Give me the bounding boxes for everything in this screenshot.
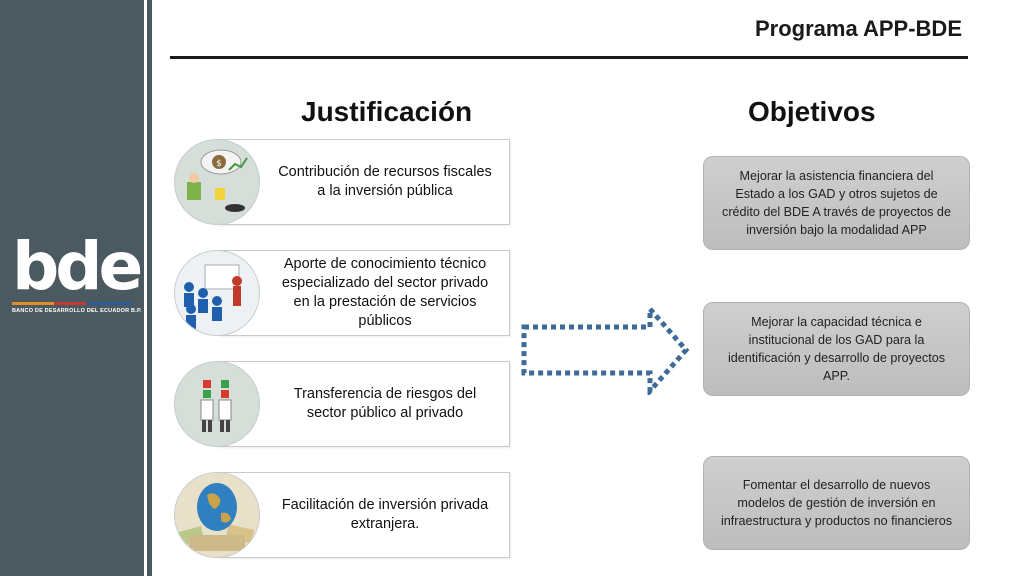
puzzle-handoff-icon <box>174 361 260 447</box>
justificacion-box: Contribución de recursos fiscales a la i… <box>218 139 510 225</box>
logo-subtitle: BANCO DE DESARROLLO DEL ECUADOR B.P. <box>12 308 142 314</box>
objetivo-box: Mejorar la asistencia financiera del Est… <box>703 156 970 250</box>
objetivo-text: Mejorar la capacidad técnica e instituci… <box>727 315 945 383</box>
svg-text:$: $ <box>216 159 222 169</box>
justificacion-text: Facilitación de inversión privada extran… <box>281 497 489 532</box>
justificacion-item: Facilitación de inversión privada extran… <box>174 472 514 558</box>
objetivo-text: Mejorar la asistencia financiera del Est… <box>722 169 951 237</box>
justificacion-item: Aporte de conocimiento técnico especiali… <box>174 250 514 336</box>
dotted-arrow-icon <box>521 305 690 395</box>
justificacion-text: Aporte de conocimiento técnico especiali… <box>281 256 489 329</box>
justificacion-box: Facilitación de inversión privada extran… <box>218 472 510 558</box>
page-title: Programa APP-BDE <box>754 16 962 41</box>
bde-logo: bde BANCO DE DESARROLLO DEL ECUADOR B.P. <box>12 228 143 314</box>
justificacion-box: Transferencia de riesgos del sector públ… <box>218 361 510 447</box>
objetivo-box: Mejorar la capacidad técnica e instituci… <box>703 302 970 396</box>
justificacion-item: Transferencia de riesgos del sector públ… <box>174 361 514 447</box>
presentation-meeting-icon <box>174 250 260 336</box>
justificacion-text: Contribución de recursos fiscales a la i… <box>278 164 492 199</box>
sidebar-divider <box>147 0 152 576</box>
globe-money-icon <box>174 472 260 558</box>
logo-color-bar <box>12 302 132 305</box>
sidebar: bde BANCO DE DESARROLLO DEL ECUADOR B.P. <box>0 0 144 576</box>
objetivos-heading: Objetivos <box>748 96 876 127</box>
logo-text: bde <box>12 228 143 305</box>
justificacion-box: Aporte de conocimiento técnico especiali… <box>218 250 510 336</box>
title-rule <box>170 56 968 59</box>
justificacion-text: Transferencia de riesgos del sector públ… <box>293 386 477 421</box>
justificacion-item: Contribución de recursos fiscales a la i… <box>174 139 514 225</box>
objetivo-text: Fomentar el desarrollo de nuevos modelos… <box>720 478 952 528</box>
justificacion-heading: Justificación <box>301 96 473 127</box>
objetivo-box: Fomentar el desarrollo de nuevos modelos… <box>703 456 970 550</box>
money-growth-icon: $ <box>174 139 260 225</box>
